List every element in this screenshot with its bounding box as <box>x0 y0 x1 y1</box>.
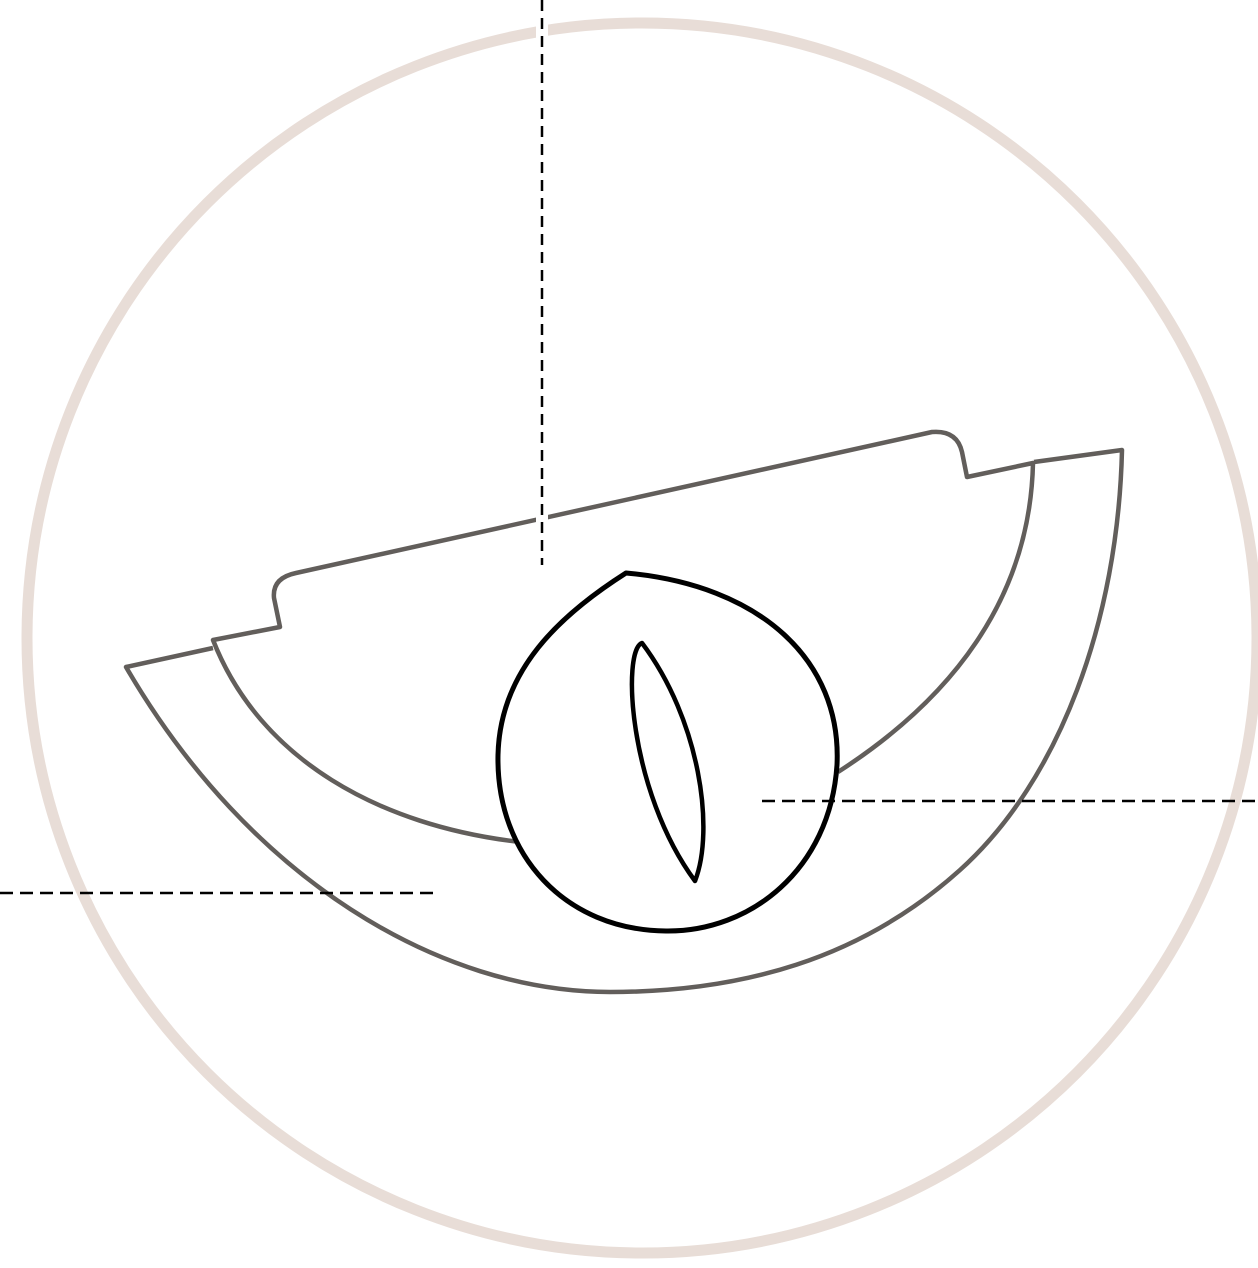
detail-diagram <box>0 0 1258 1268</box>
